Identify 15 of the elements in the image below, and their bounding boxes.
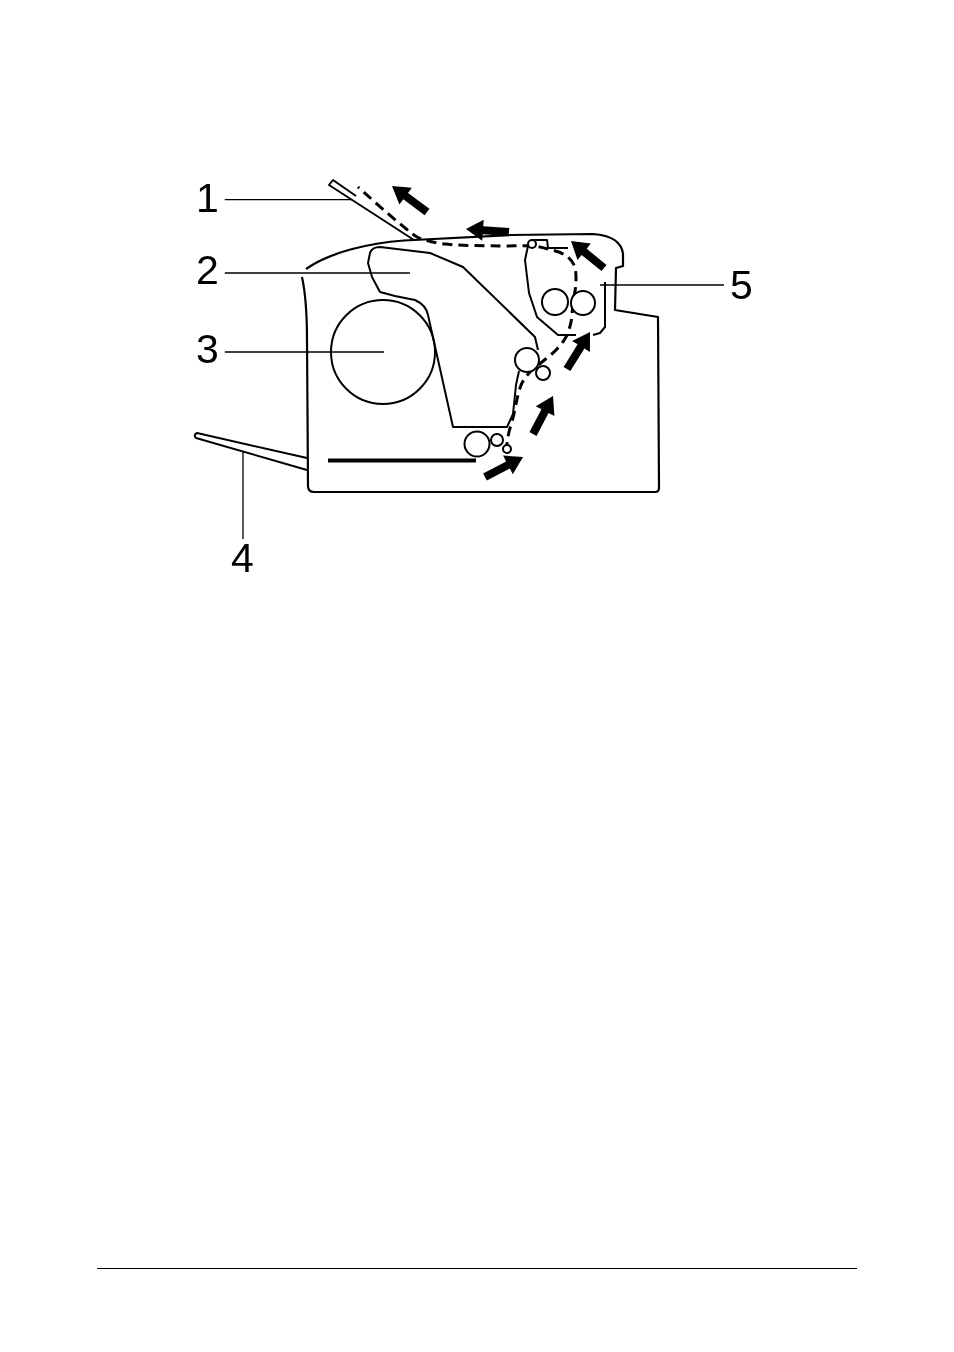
drum <box>330 299 436 405</box>
toner-cartridge <box>367 246 539 428</box>
callout-number: 4 <box>231 538 254 579</box>
manual-feed-tray <box>193 432 308 471</box>
output-tray <box>328 179 415 241</box>
leader-line <box>242 451 244 540</box>
callout-number: 5 <box>730 265 753 306</box>
leader-line <box>224 198 353 201</box>
leader-line <box>224 351 385 353</box>
callout-number: 1 <box>196 178 219 219</box>
callout-number: 2 <box>196 250 219 291</box>
fuser-unit <box>524 239 606 336</box>
callout-number: 3 <box>196 329 219 370</box>
leader-line <box>599 284 725 286</box>
leader-line <box>224 272 411 274</box>
